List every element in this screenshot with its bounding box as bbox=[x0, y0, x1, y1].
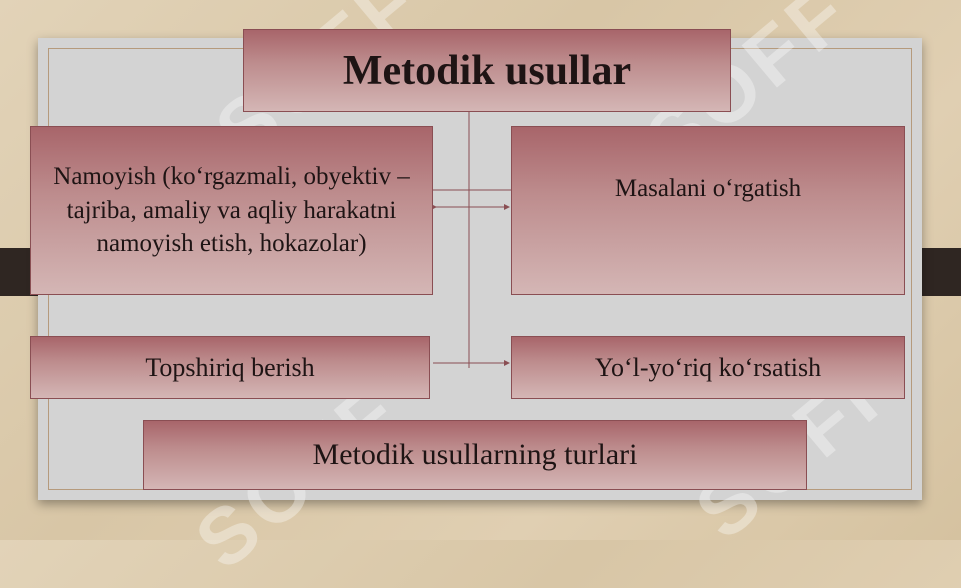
node-masalani-orgatish: Masalani o‘rgatish bbox=[511, 126, 905, 295]
node-yol-yoriq-korsatish: Yo‘l-yo‘riq ko‘rsatish bbox=[511, 336, 905, 399]
node-topshiriq-berish: Topshiriq berish bbox=[30, 336, 430, 399]
node-namoyish: Namoyish (ko‘rgazmali, obyektiv – tajrib… bbox=[30, 126, 433, 295]
node-metodik-usullarning-turlari: Metodik usullarning turlari bbox=[143, 420, 807, 490]
diagram-title: Metodik usullar bbox=[243, 29, 731, 112]
